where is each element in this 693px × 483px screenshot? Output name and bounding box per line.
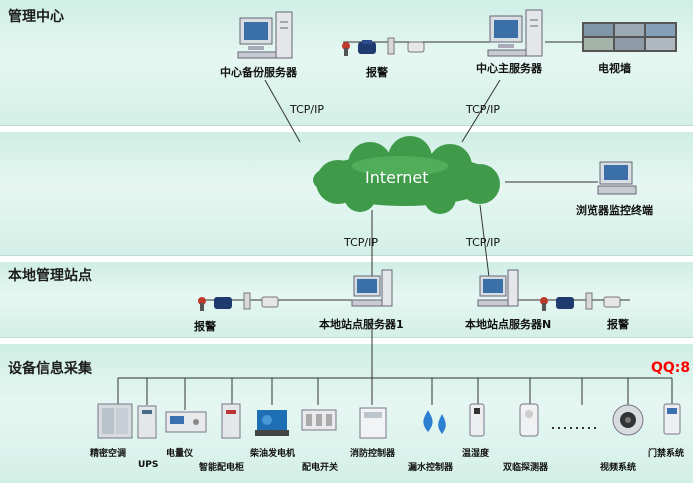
precision-ac-icon [97, 403, 133, 439]
video-system-label: 视频系统 [600, 463, 637, 473]
diesel-generator-label: 柴油发电机 [250, 449, 296, 459]
ups-icon [137, 405, 157, 439]
divider-1 [0, 126, 693, 132]
local-alarm-right-label: 报警 [607, 318, 629, 331]
leak-controller-label: 漏水控制器 [408, 463, 454, 473]
divider-3 [0, 338, 693, 344]
local-alarm-left-icon [198, 292, 279, 311]
distribution-switch-label: 配电开关 [302, 463, 339, 473]
backup-server-icon [237, 11, 293, 59]
smart-cabinet-icon [221, 403, 241, 439]
internet-cloud-icon [313, 136, 500, 214]
tcp-ip-label-right: TCP/IP [466, 103, 500, 116]
fire-controller-icon [359, 407, 387, 439]
section-title-local-station: 本地管理站点 [8, 268, 92, 284]
fire-controller-label: 消防控制器 [350, 449, 396, 459]
smart-cabinet-label: 智能配电柜 [199, 463, 245, 473]
meter-icon [165, 411, 207, 433]
meter-label: 电量仪 [166, 449, 194, 459]
alarm-devices-icon [342, 37, 425, 56]
browser-terminal-label: 浏览器监控终端 [576, 204, 653, 217]
local-server-1-label: 本地站点服务器1 [319, 318, 404, 331]
video-system-icon [612, 404, 644, 436]
local-alarm-left-label: 报警 [194, 320, 216, 333]
distribution-switch-icon [301, 409, 337, 431]
precision-ac-label: 精密空调 [90, 449, 127, 459]
tcp-ip-label-lower-right: TCP/IP [466, 236, 500, 249]
main-server-label: 中心主服务器 [476, 62, 542, 75]
dual-detector-icon [519, 403, 539, 437]
tcp-ip-label-left: TCP/IP [290, 103, 324, 116]
local-server-n-label: 本地站点服务器N [465, 318, 552, 331]
watermark-text: QQ:8 [651, 360, 691, 376]
tcp-ip-label-lower-left: TCP/IP [344, 236, 378, 249]
internet-label: Internet [365, 168, 429, 187]
access-control-icon [663, 403, 681, 435]
local-server-1-icon [351, 269, 393, 307]
section-title-management: 管理中心 [8, 9, 64, 25]
tv-wall-label: 电视墙 [598, 62, 631, 75]
local-alarm-right-icon [540, 292, 621, 311]
divider-2 [0, 256, 693, 262]
leak-controller-icon [423, 410, 446, 434]
temp-humidity-label: 温湿度 [462, 449, 490, 459]
main-server-icon [487, 9, 543, 57]
ups-label: UPS [138, 460, 159, 470]
temp-humidity-icon [469, 403, 485, 437]
access-control-label: 门禁系统 [648, 449, 685, 459]
management-band [0, 0, 693, 126]
management-alarm-label: 报警 [366, 66, 388, 79]
tv-wall-icon [582, 22, 677, 52]
dual-detector-label: 双临探测器 [503, 463, 549, 473]
browser-terminal-icon [597, 161, 637, 195]
diesel-generator-icon [255, 410, 289, 436]
section-title-device-collection: 设备信息采集 [8, 361, 92, 377]
backup-server-label: 中心备份服务器 [220, 66, 297, 79]
local-server-n-icon [477, 269, 519, 307]
